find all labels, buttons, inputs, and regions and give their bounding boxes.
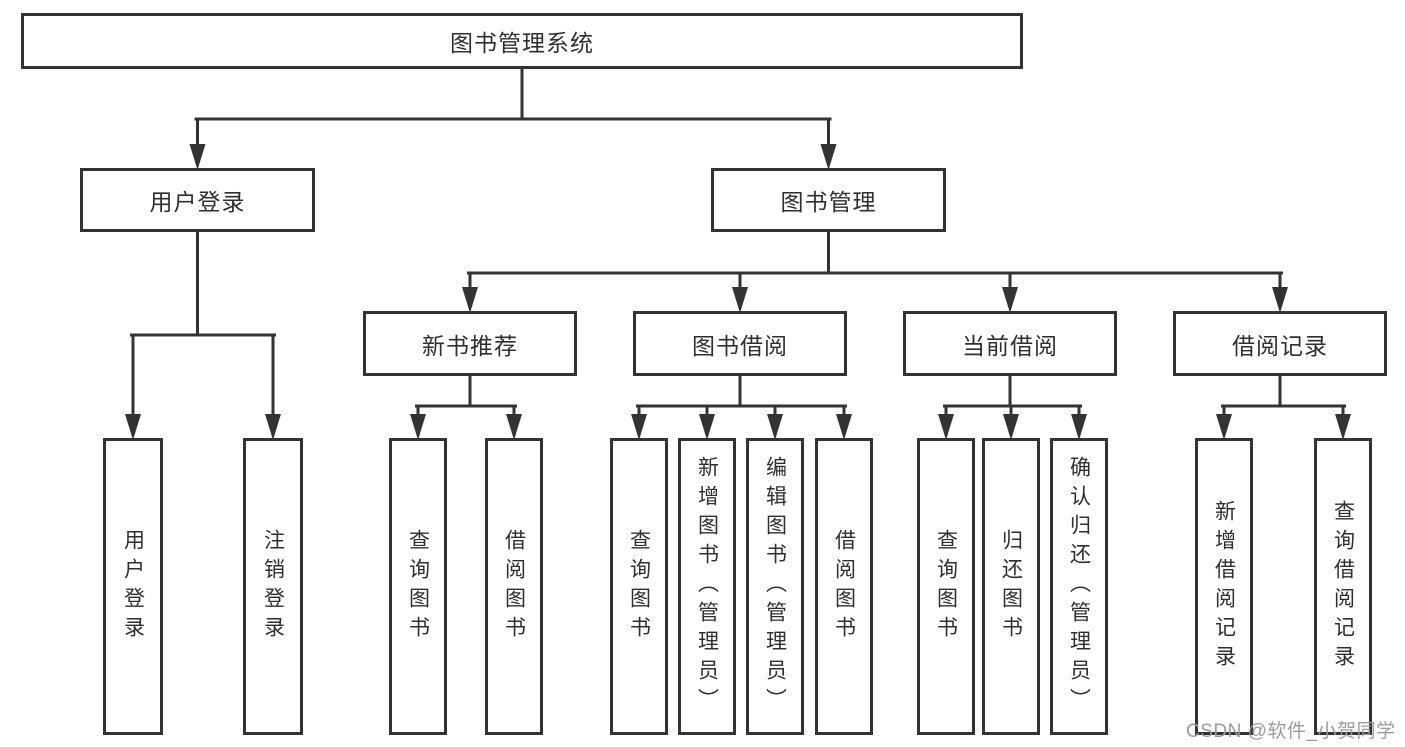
arrowhead-icon — [410, 414, 426, 440]
arrowhead-icon — [125, 414, 141, 440]
node-rec-query: 查询图书 — [389, 438, 447, 735]
node-cb-query: 查询图书 — [917, 438, 975, 735]
node-login: 用户登录 — [103, 438, 163, 735]
node-root: 图书管理系统 — [21, 13, 1023, 69]
arrowhead-icon — [1216, 414, 1232, 440]
arrowhead-icon — [1335, 414, 1351, 440]
arrowhead-icon — [820, 144, 837, 170]
node-bb-borrow: 借阅图书 — [815, 438, 873, 735]
node-book-mgmt: 图书管理 — [711, 168, 946, 232]
arrowhead-icon — [938, 414, 954, 440]
node-logout: 注销登录 — [243, 438, 303, 735]
arrowhead-icon — [506, 414, 522, 440]
watermark: CSDN @软件_小贺同学 — [1186, 721, 1396, 742]
arrowhead-icon — [1071, 414, 1087, 440]
node-bb-edit: 编辑图书（管理员） — [746, 438, 804, 735]
node-br-query: 查询借阅记录 — [1314, 438, 1372, 735]
arrowhead-icon — [699, 414, 715, 440]
arrowhead-icon — [1002, 287, 1018, 313]
node-bb-query: 查询图书 — [610, 438, 668, 735]
node-current-borrow: 当前借阅 — [903, 311, 1117, 376]
arrowhead-icon — [836, 414, 852, 440]
node-user-login: 用户登录 — [80, 168, 315, 232]
node-br-add: 新增借阅记录 — [1195, 438, 1253, 735]
node-cb-return: 归还图书 — [982, 438, 1040, 735]
arrowhead-icon — [1003, 414, 1019, 440]
node-book-borrow: 图书借阅 — [633, 311, 847, 376]
arrowhead-icon — [767, 414, 783, 440]
node-new-book-rec: 新书推荐 — [363, 311, 577, 376]
arrowhead-icon — [462, 287, 478, 313]
arrowhead-icon — [732, 287, 748, 313]
node-rec-borrow: 借阅图书 — [485, 438, 543, 735]
node-bb-add: 新增图书（管理员） — [678, 438, 736, 735]
arrowhead-icon — [631, 414, 647, 440]
arrowhead-icon — [265, 414, 281, 440]
arrowhead-icon — [189, 144, 206, 170]
node-cb-confirm: 确认归还（管理员） — [1050, 438, 1108, 735]
node-borrow-record: 借阅记录 — [1173, 311, 1387, 376]
arrowhead-icon — [1272, 287, 1288, 313]
